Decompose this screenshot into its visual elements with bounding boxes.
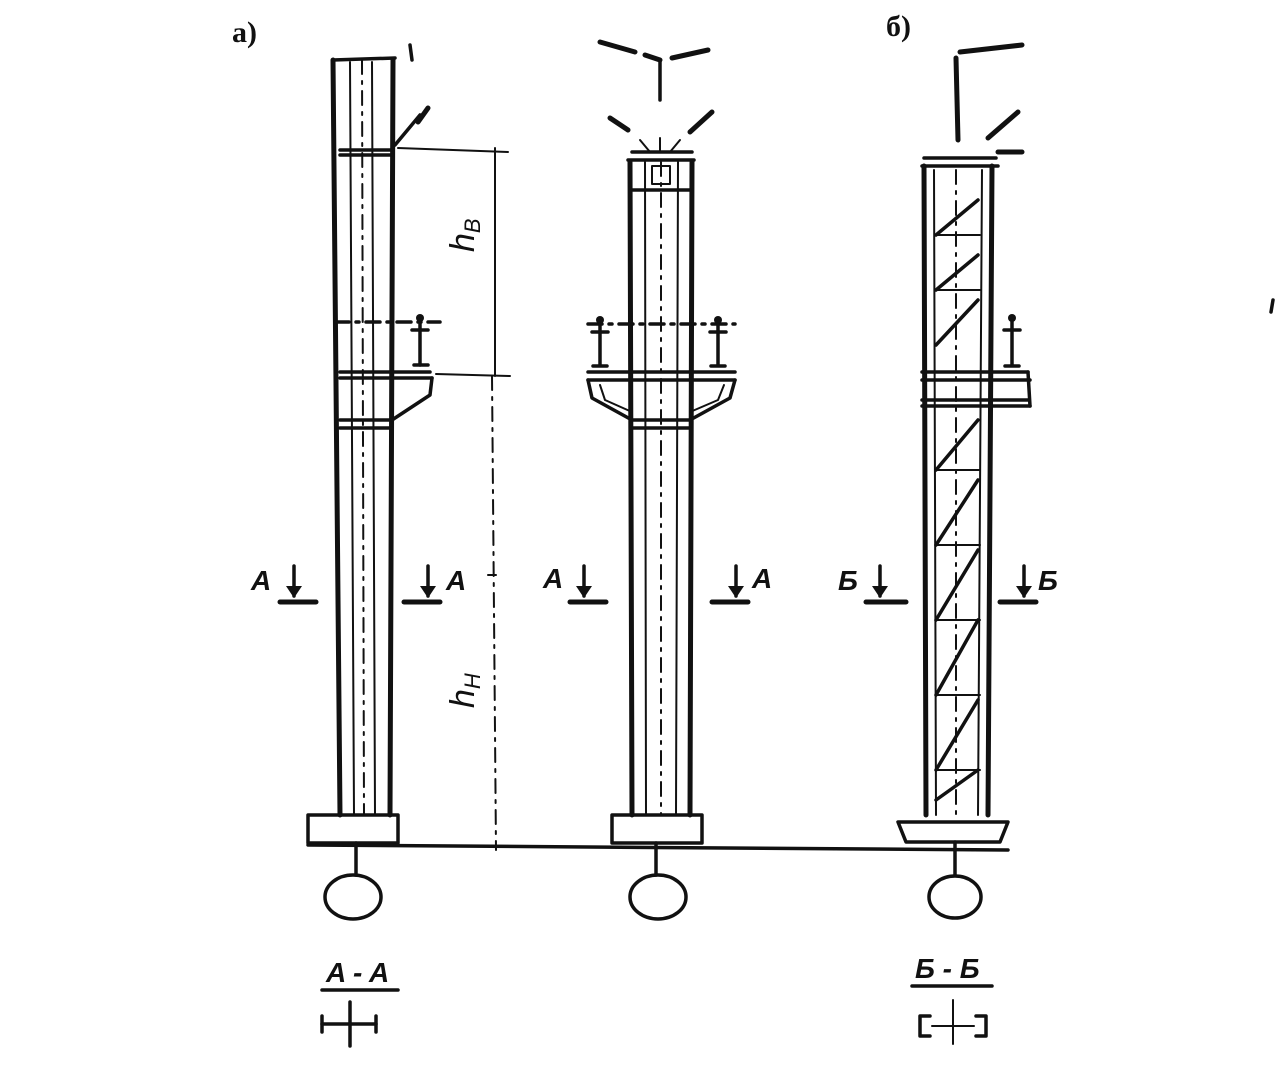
crane-rail-right-icon	[708, 316, 728, 368]
foundation-3-icon	[927, 874, 983, 920]
section-mark-1-right: A	[445, 565, 466, 596]
variant-b-label: б)	[886, 10, 911, 43]
section-arrow-3-left-icon	[863, 564, 909, 605]
section-arrow-1-right-icon	[401, 564, 443, 605]
crane-rail-3-icon	[1002, 314, 1022, 368]
cross-section-b-icon	[918, 999, 988, 1045]
column-3: Б Б	[838, 42, 1058, 920]
section-mark-2-right: A	[751, 563, 772, 594]
foundation-1-icon	[323, 873, 383, 921]
foundation-2-icon	[628, 873, 688, 921]
variant-a-label: а)	[232, 16, 257, 49]
base-plate-1	[306, 813, 400, 845]
stray-mark	[1269, 298, 1275, 314]
section-mark-3-right: Б	[1038, 565, 1058, 596]
base-plate-3	[896, 820, 1010, 844]
column-1: A A	[250, 43, 466, 921]
section-mark-2-left: A	[542, 563, 563, 594]
section-b-b-label: Б - Б	[915, 953, 980, 984]
cross-section-a-icon	[320, 1000, 378, 1048]
column-2: A A	[542, 39, 772, 921]
section-arrow-1-left-icon	[277, 564, 319, 605]
section-a-a: A - A	[320, 957, 400, 1048]
section-arrow-2-left-icon	[567, 564, 609, 605]
base-plate-2	[610, 813, 704, 845]
ground-line	[306, 843, 1010, 852]
lower-height-label: hH	[444, 673, 485, 708]
section-arrow-3-right-icon	[997, 564, 1039, 605]
section-mark-3-left: Б	[838, 565, 858, 596]
crane-rail-icon	[410, 314, 430, 367]
section-mark-1-left: A	[250, 565, 271, 596]
upper-height-label: hB	[444, 218, 485, 252]
crane-rail-left-icon	[590, 316, 610, 368]
dimension-lines: hB hH	[397, 147, 511, 851]
section-a-a-label: A - A	[325, 957, 389, 988]
section-b-b: Б - Б	[910, 953, 994, 1045]
section-arrow-2-right-icon	[709, 564, 751, 605]
